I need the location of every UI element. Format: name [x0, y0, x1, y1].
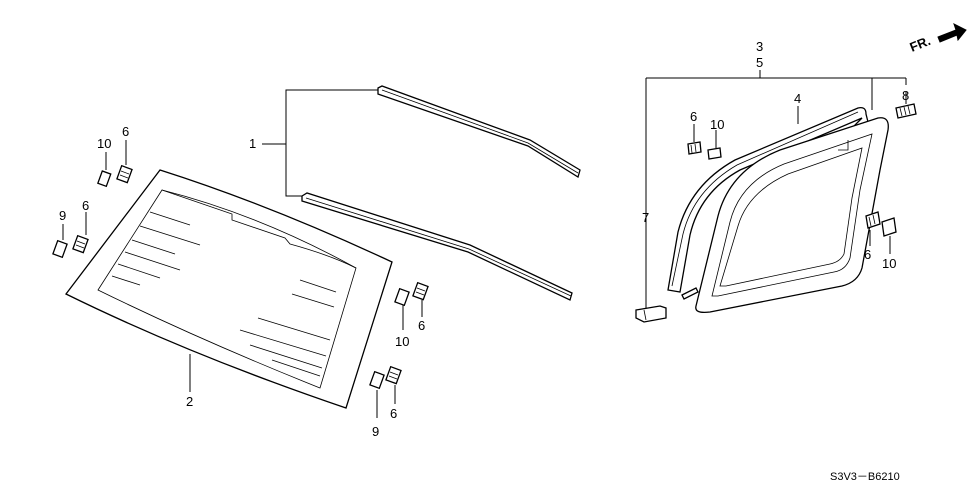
callout-6-center-lower: 6	[390, 406, 397, 421]
clip-group-right: 6 10	[864, 211, 897, 271]
front-arrow-icon	[937, 23, 967, 43]
front-arrow-indicator: FR.	[908, 23, 967, 55]
molding-upper	[377, 85, 581, 179]
clip-6	[72, 234, 89, 254]
callout-4-leader: 4	[794, 91, 801, 124]
clip-6	[865, 211, 881, 229]
callout-10-center: 10	[395, 334, 409, 349]
callout-4: 4	[794, 91, 801, 106]
clip-group-center-upper: 10 6	[394, 281, 429, 349]
clip-10	[394, 287, 410, 307]
callout-9-center: 9	[372, 424, 379, 439]
front-label: FR.	[908, 33, 933, 55]
rear-windshield-glass	[65, 169, 393, 409]
quarter-glass	[695, 117, 889, 314]
callout-10-upper-right: 10	[710, 117, 724, 132]
callout-6-mid-left: 6	[82, 198, 89, 213]
clip-6	[412, 281, 429, 301]
callout-1: 1	[249, 136, 256, 151]
clip-group-center-lower: 9 6	[369, 365, 402, 439]
clip-group-top-left: 10 6	[97, 124, 133, 188]
callout-2: 2	[186, 394, 193, 409]
clip-8	[895, 103, 917, 119]
clip-9	[369, 370, 385, 390]
quarter-small-seal	[681, 287, 699, 300]
clip-7	[635, 305, 667, 323]
callout-6-top-left: 6	[122, 124, 129, 139]
clip-10	[97, 170, 112, 188]
callout-3-5-bracket: 3 5	[645, 39, 907, 308]
clip-10	[707, 147, 722, 160]
clip-8-group: 8	[895, 88, 917, 119]
clip-group-mid-left: 9 6	[52, 198, 89, 259]
callout-1-leaders: 1	[249, 89, 378, 197]
clip-6	[116, 164, 133, 184]
quarter-window-frame	[667, 106, 869, 293]
callout-10-top-left: 10	[97, 136, 111, 151]
molding-lower	[301, 192, 573, 301]
clip-6	[385, 365, 402, 385]
clip-group-upper-right: 6 10	[687, 109, 724, 160]
callout-6-center-upper: 6	[418, 318, 425, 333]
callout-10-right: 10	[882, 256, 896, 271]
clip-9	[52, 239, 68, 259]
callout-6-right: 6	[864, 247, 871, 262]
callout-5: 5	[756, 55, 763, 70]
callout-8: 8	[902, 88, 909, 103]
callout-7: 7	[642, 210, 649, 225]
callout-3: 3	[756, 39, 763, 54]
clip-6	[687, 141, 702, 155]
diagram-code: S3V3－B6210	[830, 471, 900, 483]
callout-2-leader: 2	[186, 354, 193, 409]
clip-10	[881, 217, 897, 237]
callout-6-upper-right: 6	[690, 109, 697, 124]
quarter-lower-clip: 7	[635, 210, 667, 323]
callout-9-left: 9	[59, 208, 66, 223]
